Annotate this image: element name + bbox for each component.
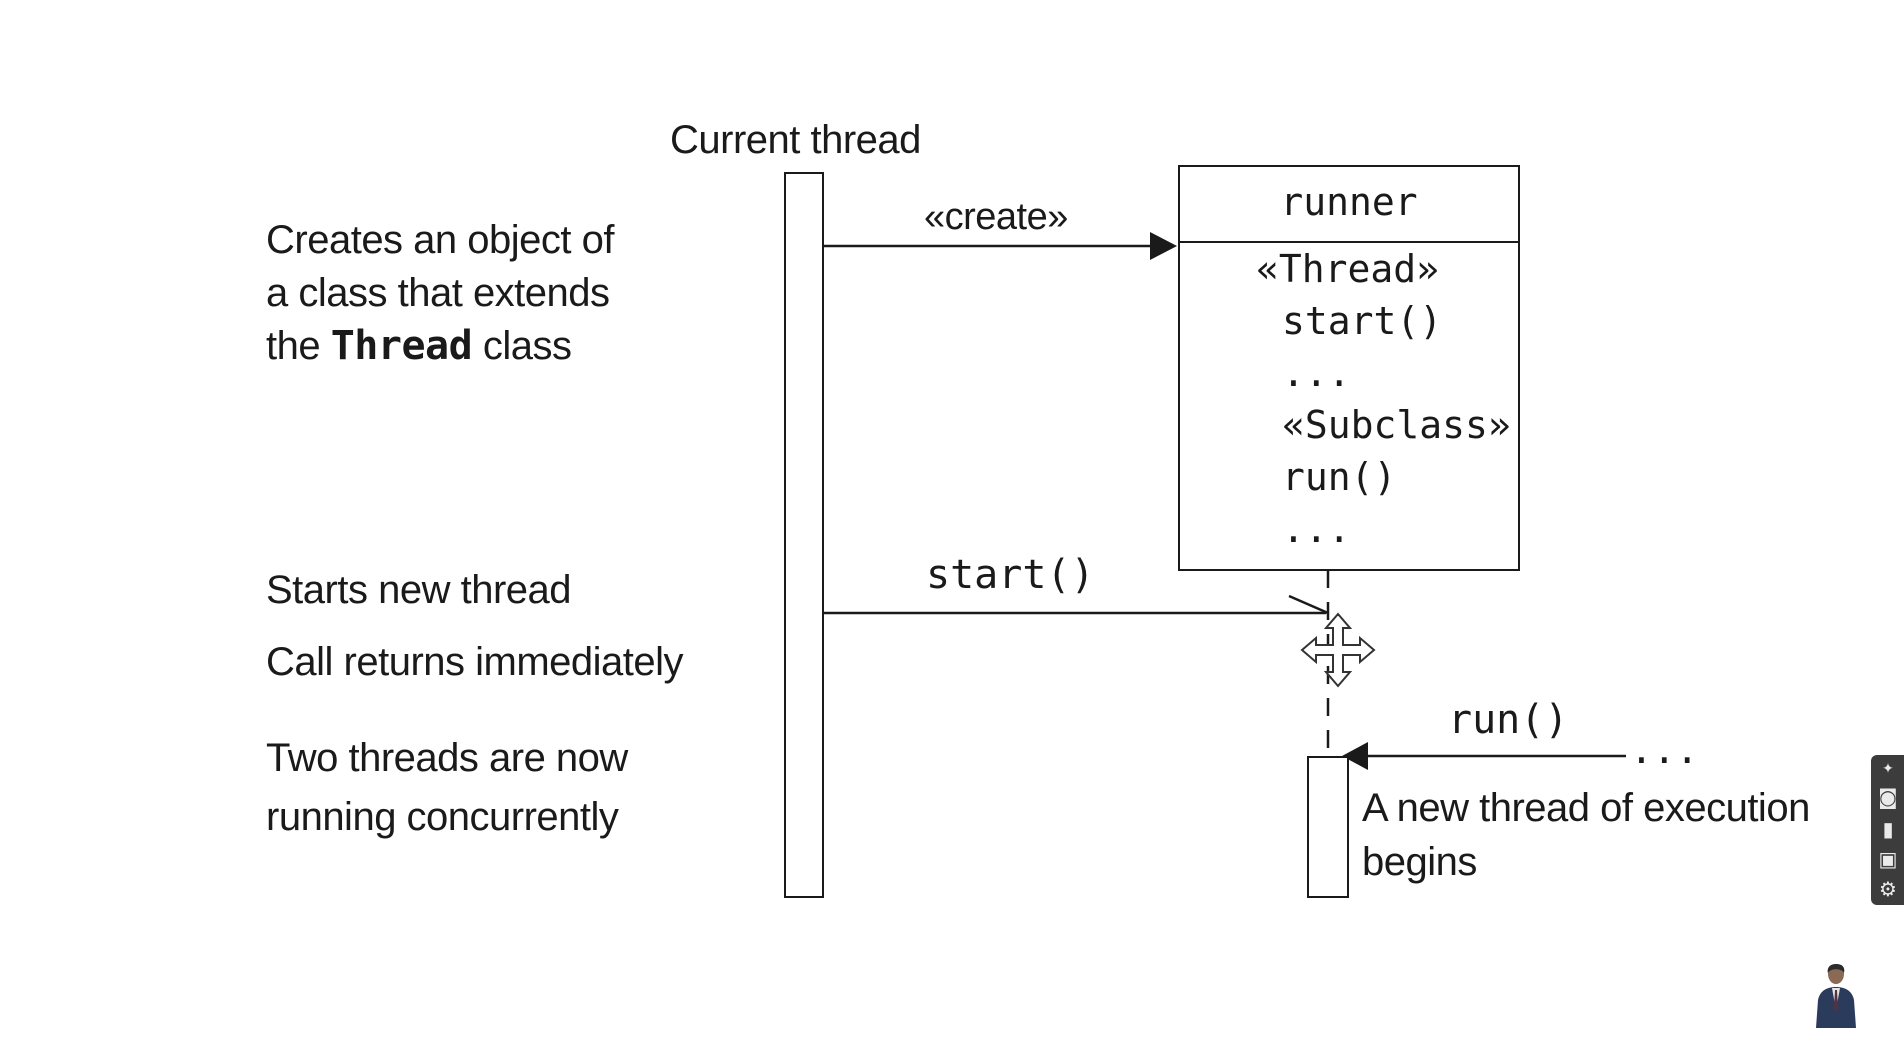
new-thread-note-line2: begins <box>1362 840 1477 884</box>
move-cursor-icon <box>1300 612 1376 688</box>
runner-ellipsis-1: ... <box>1282 351 1351 395</box>
runner-object-box: runner «Thread» start() ... «Subclass» r… <box>1178 165 1520 571</box>
note-creates-line2: a class that extends <box>266 271 610 315</box>
run-arrowhead <box>1342 742 1368 770</box>
runner-ellipsis-2: ... <box>1282 507 1351 551</box>
note-creates-thread-keyword: Thread <box>330 323 473 369</box>
pin-icon[interactable]: ✦ <box>1882 761 1894 777</box>
start-open-arrowhead <box>1288 594 1329 615</box>
runner-method-start: start() <box>1282 299 1443 343</box>
new-thread-note-line1: A new thread of execution <box>1362 786 1810 830</box>
current-thread-activation-bar <box>784 172 824 898</box>
note-concurrent-line1: Two threads are now <box>266 736 628 780</box>
note-creates-suffix: class <box>472 324 572 368</box>
runner-stereotype-subclass: «Subclass» <box>1282 403 1511 447</box>
runner-object-name: runner <box>1180 167 1518 243</box>
new-thread-activation-bar <box>1307 756 1349 898</box>
camera-icon[interactable]: ◙ <box>1878 785 1898 809</box>
message-run-ellipsis: ... <box>1630 728 1699 772</box>
message-run: run() <box>1448 697 1569 743</box>
note-creates-prefix: the <box>266 324 331 368</box>
video-icon[interactable]: ▮ <box>1882 817 1894 841</box>
message-create: «create» <box>924 196 1068 238</box>
gear-icon[interactable]: ⚙ <box>1879 877 1897 901</box>
image-icon[interactable]: ▣ <box>1878 847 1898 871</box>
note-returns: Call returns immediately <box>266 640 684 684</box>
note-creates-line3: the Thread class <box>266 323 572 369</box>
message-start: start() <box>926 552 1095 598</box>
runner-method-run: run() <box>1282 455 1397 499</box>
lifeline-title: Current thread <box>670 118 921 162</box>
create-arrowhead <box>1150 232 1177 260</box>
capture-toolbar: ✦ ◙ ▮ ▣ ⚙ <box>1871 755 1904 905</box>
note-concurrent-line2: running concurrently <box>266 795 619 839</box>
runner-stereotype-thread: «Thread» <box>1256 247 1440 291</box>
note-starts: Starts new thread <box>266 568 572 612</box>
note-creates-line1: Creates an object of <box>266 218 615 262</box>
presenter-avatar <box>1816 964 1856 1028</box>
